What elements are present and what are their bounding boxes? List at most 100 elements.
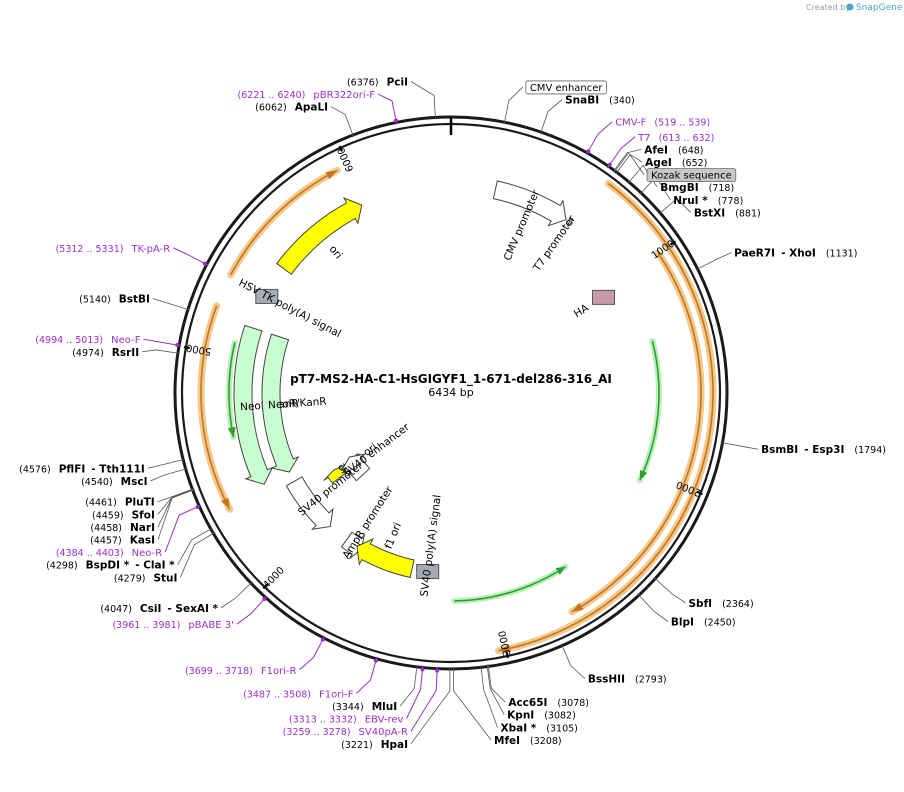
- enzyme-name: AfeI: [644, 144, 668, 156]
- enzyme-leader: [180, 532, 216, 578]
- enzyme-position: (3344): [332, 702, 364, 713]
- enzyme-position: (4279): [114, 573, 146, 584]
- enzyme-position: (881): [735, 208, 761, 219]
- enzyme-name: StuI: [153, 572, 177, 584]
- primer-name: CMV-F: [615, 118, 646, 129]
- primer-label: CMV-F (519 .. 539): [615, 118, 710, 129]
- enzyme-label: ApaLI(6062): [255, 102, 328, 114]
- tick-mark: [262, 583, 269, 590]
- enzyme-position: (4457): [90, 536, 122, 547]
- feature-label: HA: [572, 302, 592, 321]
- enzyme-name: SnaBI: [565, 95, 599, 107]
- enzyme-leader: [142, 349, 180, 354]
- enzyme-name: AgeI: [645, 157, 672, 169]
- enzyme-label: Acc65I(3078): [508, 697, 589, 709]
- feature-label: SV40 poly(A) signal: [418, 494, 443, 597]
- feature-label: f1 ori: [383, 521, 404, 551]
- enzyme-leader: [637, 593, 669, 622]
- enzyme-name: KpnI: [507, 710, 534, 722]
- enzyme-leader: [399, 664, 418, 707]
- primer-range: (3259 .. 3278): [283, 727, 351, 738]
- primer-range: (519 .. 539): [654, 118, 710, 129]
- enzyme-leader: [177, 527, 213, 565]
- credit-prefix: Created by: [806, 3, 850, 12]
- enzyme-label: StuI (4279): [114, 572, 178, 584]
- primer-label: Neo-R(4384 .. 4403): [56, 548, 162, 559]
- primer-leader: [356, 656, 378, 694]
- orf-arrowhead: [498, 644, 511, 653]
- enzyme-position: (1131): [826, 249, 858, 260]
- orf-band: [568, 249, 705, 616]
- orf-arrowhead: [325, 170, 338, 180]
- enzyme-leader: [330, 106, 355, 138]
- enzyme-name: SfoI: [132, 509, 155, 521]
- enzyme-label: PciI(6376): [347, 77, 408, 89]
- enzyme-name: BlpI: [671, 616, 694, 628]
- enzyme-label: AfeI(648): [644, 144, 703, 156]
- enzyme-leader: [612, 149, 642, 173]
- enzyme-name: BssHII: [588, 674, 625, 686]
- primer-leader: [377, 93, 398, 125]
- primer-label: T7(613 .. 632): [637, 133, 714, 144]
- orf-green-arrowhead: [227, 427, 236, 438]
- feature-arrow: [261, 333, 300, 473]
- enzyme-leader: [486, 664, 505, 715]
- primer-site-marker: [435, 668, 440, 673]
- enzyme-position: (3105): [546, 723, 578, 734]
- enzyme-position: (4576): [19, 464, 51, 475]
- enzyme-name: ApaLI: [295, 102, 328, 114]
- primer-range: (4994 .. 5013): [35, 335, 103, 346]
- primer-leader: [173, 247, 209, 266]
- tick-mark: [670, 240, 677, 246]
- primer-site-marker: [586, 149, 591, 154]
- feature-arrow: [492, 180, 567, 227]
- enzyme-leader: [410, 81, 436, 120]
- enzyme-name: Acc65I: [508, 697, 547, 709]
- leader-layer: [142, 81, 759, 745]
- feature-box: [416, 563, 440, 579]
- primer-name: EBV-rev: [365, 715, 404, 726]
- enzyme-name: KasI: [130, 535, 155, 547]
- enzyme-label: BmgBI(718): [660, 182, 734, 194]
- primer-name: F1ori-F: [319, 689, 354, 700]
- primer-site-marker: [373, 658, 378, 663]
- feature-label: NeoR/KanR: [268, 396, 327, 412]
- enzyme-position: (4974): [72, 348, 104, 359]
- enzyme-label: - Tth111I PflFI (4576): [19, 463, 145, 475]
- enzyme-name: PflFI: [59, 463, 86, 475]
- primer-name: Neo-F: [111, 335, 141, 346]
- orf-green-line: [454, 565, 566, 602]
- credit-brand: SnapGene: [856, 3, 903, 13]
- enzyme-label: MluI(3344): [332, 701, 397, 713]
- primer-label: F1ori-F(3487 .. 3508): [243, 689, 354, 700]
- enzyme-position: (2450): [704, 617, 736, 628]
- enzyme-name: PciI: [387, 77, 408, 89]
- primer-site-marker: [320, 637, 325, 642]
- enzyme-isoschizomer: - Tth111I: [91, 463, 145, 475]
- enzyme-leader: [539, 99, 563, 135]
- primer-site-marker: [195, 504, 200, 509]
- snapgene-logo-icon: [846, 3, 854, 11]
- primer-range: (3313 .. 3332): [289, 715, 357, 726]
- enzyme-label: MfeI(3208): [494, 735, 562, 747]
- enzyme-label: BssHII(2793): [588, 674, 667, 686]
- enzyme-label: XbaI * (3105): [501, 722, 578, 734]
- primer-leader: [606, 136, 636, 169]
- enzyme-label: BsmBI- Esp3I(1794): [761, 444, 886, 456]
- enzyme-label: SnaBI(340): [565, 95, 635, 107]
- enzyme-position: (2364): [722, 599, 754, 610]
- feature-box: [592, 289, 616, 305]
- enzyme-name: XbaI *: [501, 722, 537, 734]
- primer-site-marker: [420, 667, 425, 672]
- feature-arrow: [340, 531, 365, 560]
- enzyme-label: BlpI (2450): [671, 616, 736, 628]
- orf-green-arrowhead: [555, 566, 566, 575]
- primer-range: (613 .. 632): [659, 133, 715, 144]
- enzyme-position: (4298): [46, 561, 78, 572]
- enzyme-position: (778): [718, 196, 744, 207]
- snapgene-credit: Created by SnapGene: [806, 3, 903, 13]
- enzyme-label: SfoI(4459): [92, 509, 155, 521]
- enzyme-label: - SexAI *CsiI(4047): [100, 603, 218, 615]
